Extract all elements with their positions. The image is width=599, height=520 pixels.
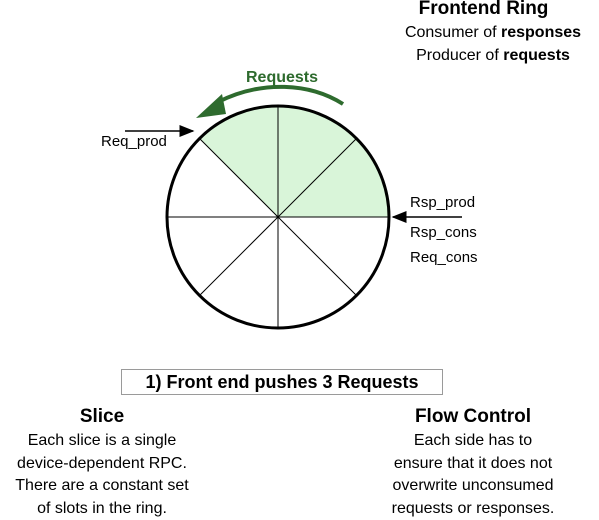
slot-divider — [278, 217, 356, 295]
filled-slot — [200, 106, 278, 217]
slice-title: Slice — [0, 404, 204, 430]
slice-line: of slots in the ring. — [0, 498, 204, 520]
requests-arrow — [218, 87, 343, 104]
slice-line: There are a constant set — [0, 475, 204, 498]
flow-control-line: requests or responses. — [368, 498, 578, 520]
req-prod-label: Req_prod — [101, 133, 167, 150]
role-consumer-bold: responses — [501, 24, 581, 41]
req-cons-label: Req_cons — [410, 249, 478, 266]
role-producer-bold: requests — [503, 47, 570, 64]
requests-arrowhead-icon — [196, 94, 226, 118]
flow-control-description: Each side has to ensure that it does not… — [368, 430, 578, 520]
flow-control-section: Flow Control Each side has to ensure tha… — [368, 404, 578, 520]
ring-role-producer: Producer of requests — [378, 45, 599, 67]
flow-control-line: Each side has to — [368, 430, 578, 453]
role-consumer-prefix: Consumer of — [405, 24, 501, 41]
rsp-cons-label: Rsp_cons — [410, 224, 477, 241]
slice-line: device-dependent RPC. — [0, 453, 204, 476]
slot-divider — [200, 217, 278, 295]
ring-role-consumer: Consumer of responses — [378, 22, 599, 44]
requests-label: Requests — [246, 69, 318, 87]
flow-control-line: overwrite unconsumed — [368, 475, 578, 498]
slice-description: Each slice is a single device-dependent … — [0, 430, 204, 520]
flow-control-line: ensure that it does not — [368, 453, 578, 476]
rsp-prod-label: Rsp_prod — [410, 194, 475, 211]
flow-control-title: Flow Control — [368, 404, 578, 430]
step-caption: 1) Front end pushes 3 Requests — [121, 369, 443, 395]
role-producer-prefix: Producer of — [416, 47, 503, 64]
slice-section: Slice Each slice is a single device-depe… — [0, 404, 204, 520]
slice-line: Each slice is a single — [0, 430, 204, 453]
ring-title: Frontend Ring — [400, 0, 567, 20]
